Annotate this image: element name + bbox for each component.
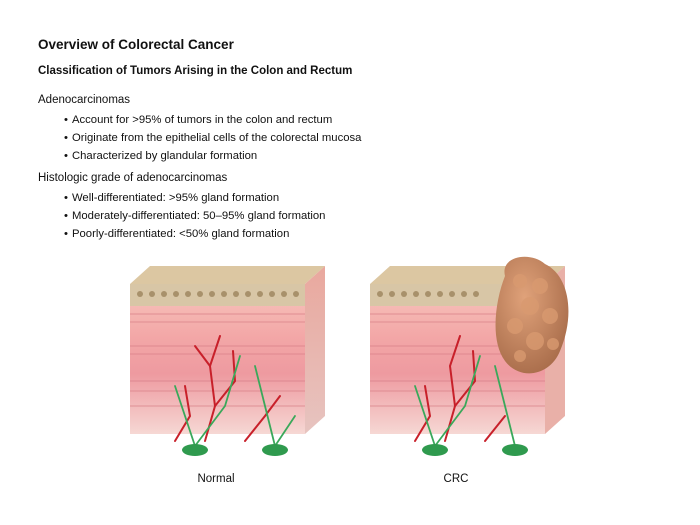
tissue-front-face [130,284,305,434]
tissue-side-face [305,266,325,434]
bullet-list: Account for >95% of tumors in the colon … [38,111,361,165]
bullet-item: Poorly-differentiated: <50% gland format… [64,225,325,243]
bullet-item: Well-differentiated: >95% gland formatio… [64,189,325,207]
figure-caption-crc: CRC [443,473,469,485]
blood-vessels [174,335,281,442]
section-histologic-grade: Histologic grade of adenocarcinomas Well… [38,171,325,243]
bullet-item: Moderately-differentiated: 50–95% gland … [64,207,326,225]
epithelium-layer [130,284,305,306]
tumor-nodules [507,274,559,362]
blood-vessels [414,335,506,442]
nerve-ganglion [422,444,448,456]
nerve-fibers [174,355,296,447]
nerve-ganglion [502,444,528,456]
page-title: Overview of Colorectal Cancer [38,37,234,52]
figure-normal-tissue: Normal [115,256,345,494]
tissue-layers [130,313,305,407]
bullet-list: Well-differentiated: >95% gland formatio… [38,189,326,243]
nerve-ganglion [262,444,288,456]
bullet-item: Originate from the epithelial cells of t… [64,129,361,147]
nerve-ganglion [182,444,208,456]
normal-tissue-illustration [130,266,325,456]
bullet-item: Characterized by glandular formation [64,147,361,165]
crc-tissue-illustration [370,256,569,456]
figure-caption-normal: Normal [197,473,235,485]
nerve-fibers [414,355,516,447]
figure-crc-tissue: CRC [355,256,585,494]
section-heading: Adenocarcinomas [38,94,131,106]
bullet-item: Account for >95% of tumors in the colon … [64,111,361,129]
section-heading: Histologic grade of adenocarcinomas [38,172,228,184]
crypt-pattern [377,291,479,297]
crypt-pattern [137,291,299,297]
section-adenocarcinomas: Adenocarcinomas Account for >95% of tumo… [38,93,361,165]
slide-subtitle: Classification of Tumors Arising in the … [38,65,353,77]
mucosa-surface [130,266,325,284]
